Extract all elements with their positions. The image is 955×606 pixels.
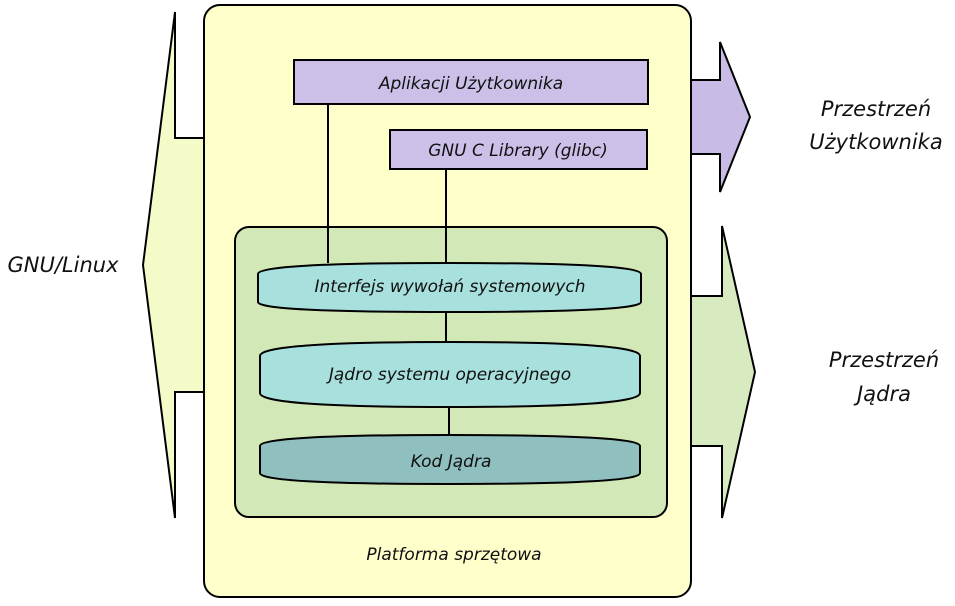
user-apps-box (293, 59, 649, 105)
glibc-box (389, 129, 648, 170)
syscall-interface-shape (257, 261, 642, 314)
kernel-space-label-line1: Przestrzeń (829, 348, 939, 372)
syscall-interface-label: Interfejs wywołań systemowych (314, 277, 585, 297)
hardware-platform-label: Platforma sprzętowa (366, 545, 541, 565)
os-kernel-label: Jądro systemu operacyjnego (326, 365, 571, 385)
kernel-code-label: Kod Jądra (411, 452, 492, 472)
kernel-space-label-line2: Jądra (853, 382, 911, 406)
user-apps-label: Aplikacji Użytkownika (378, 74, 563, 94)
kernel-space-arrow (689, 225, 757, 519)
glibc-label: GNU C Library (glibc) (428, 141, 608, 161)
kernel-code-shape (259, 433, 641, 486)
gnu-linux-arrow (141, 11, 205, 519)
gnu-linux-label: GNU/Linux (7, 253, 119, 277)
user-space-label-line2: Użytkownika (809, 130, 942, 154)
os-kernel-shape (259, 340, 641, 409)
user-space-arrow (689, 41, 752, 193)
user-space-label-line1: Przestrzeń (821, 97, 931, 121)
